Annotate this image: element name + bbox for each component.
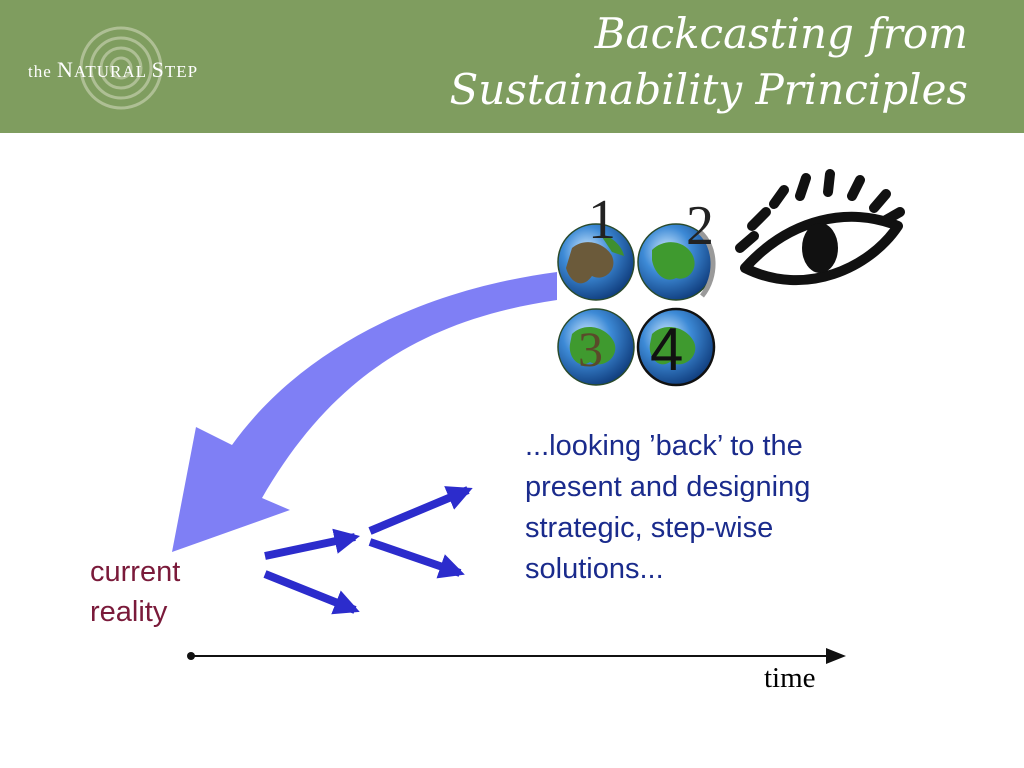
globe-3-icon: 3 <box>557 308 635 386</box>
globe-4-icon: 4 <box>636 307 716 387</box>
principle-4-label: 4 <box>650 316 683 383</box>
backcasting-diagram: 1 2 3 4 <box>172 169 905 664</box>
logo-letter-n: N <box>57 57 74 82</box>
time-axis <box>187 648 846 664</box>
title-line-1: Backcasting from <box>594 9 968 58</box>
eye-icon <box>735 169 905 286</box>
step-arrow-2 <box>263 570 360 615</box>
logo-letter-s: S <box>151 57 165 82</box>
caption-line-4: solutions... <box>525 553 664 585</box>
time-axis-label: time <box>764 662 816 694</box>
step-arrow-1 <box>264 528 361 560</box>
globe-1-icon: 1 <box>557 189 635 301</box>
principle-1-label: 1 <box>588 189 616 251</box>
logo-word-atural: ATURAL <box>73 62 147 81</box>
step-arrow-3 <box>368 486 473 535</box>
slide-title: Backcasting from Sustainability Principl… <box>450 6 968 118</box>
globe-2-icon: 2 <box>637 195 716 301</box>
logo-wordmark: the NATURAL STEP <box>28 57 198 83</box>
principle-3-label: 3 <box>578 321 603 377</box>
step-arrow-4 <box>368 538 465 579</box>
header-banner: the NATURAL STEP Backcasting from Sustai… <box>0 0 1024 133</box>
caption-line-2: present and designing <box>525 471 811 503</box>
natural-step-logo: the NATURAL STEP <box>28 25 228 115</box>
principle-2-label: 2 <box>686 195 714 257</box>
current-line-1: current <box>90 556 181 588</box>
logo-word-tep: TEP <box>164 62 199 81</box>
logo-prefix: the <box>28 62 52 81</box>
caption-line-3: strategic, step-wise <box>525 512 774 544</box>
backcasting-arrow <box>172 272 557 552</box>
current-line-2: reality <box>90 596 168 628</box>
backcasting-caption: ...looking ’back’ to the present and des… <box>525 426 885 590</box>
current-reality-label: current reality <box>90 552 180 632</box>
spiral-logo-icon <box>79 26 163 110</box>
step-arrows <box>263 486 473 615</box>
title-line-2: Sustainability Principles <box>449 65 968 114</box>
caption-line-1: ...looking ’back’ to the <box>525 430 803 462</box>
